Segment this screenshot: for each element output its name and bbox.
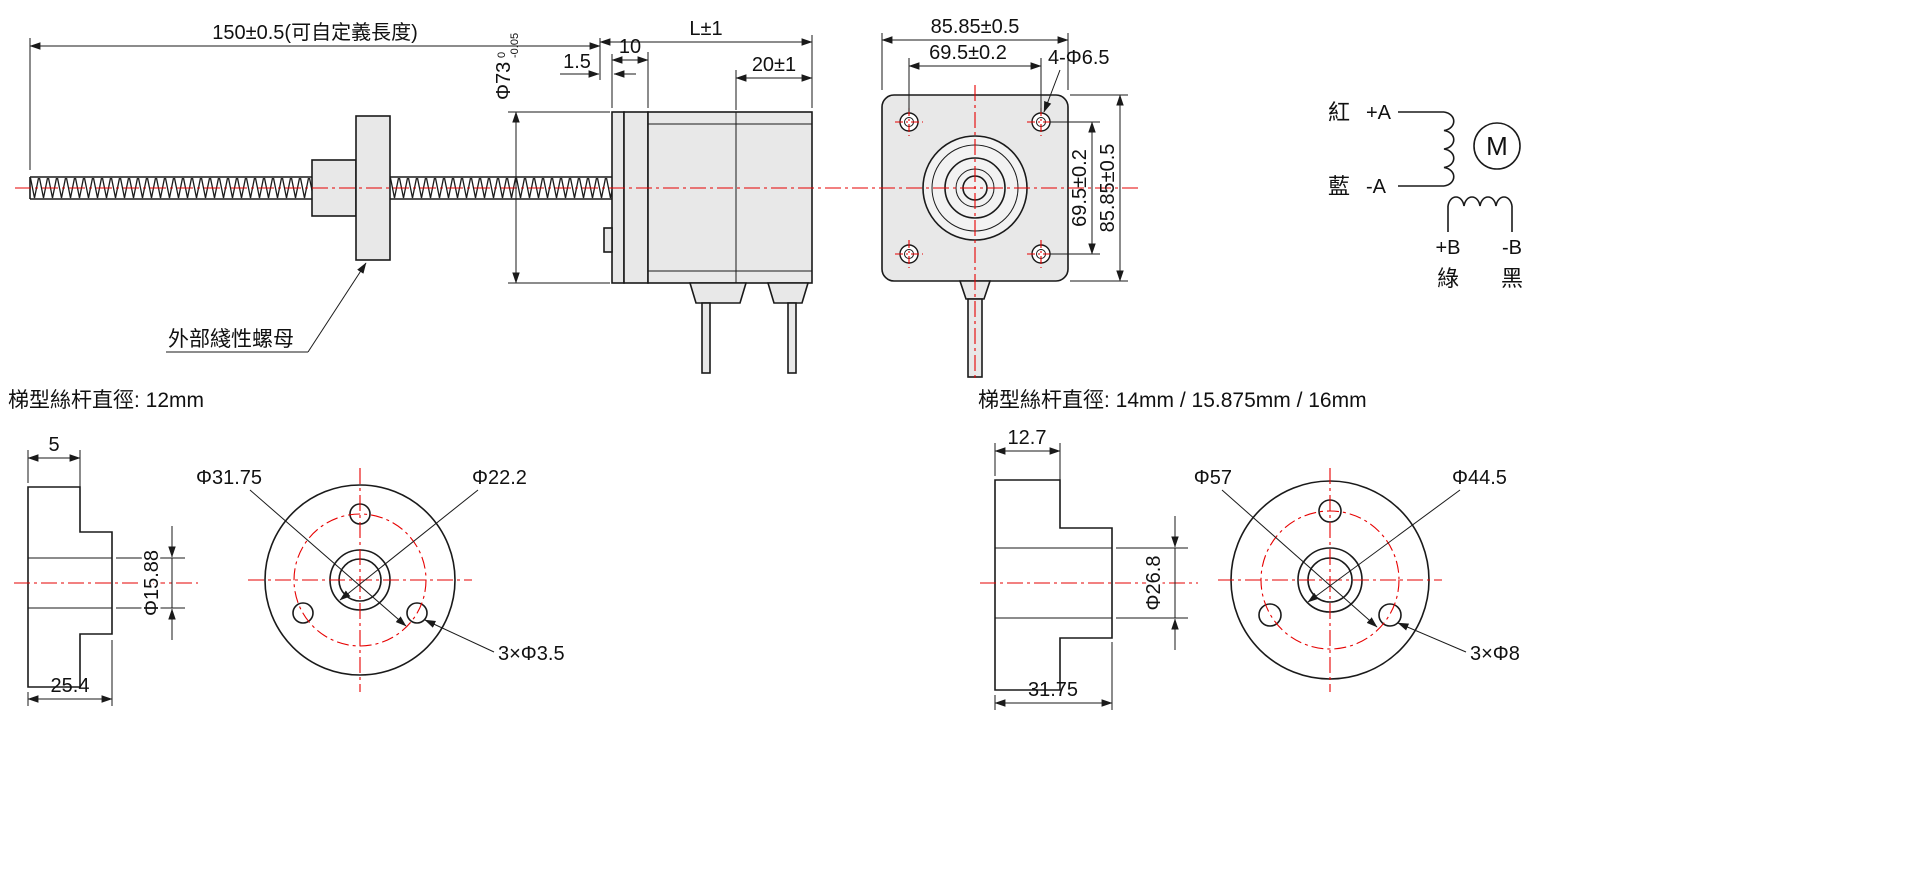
- mount-holes-label-12mm: 3×Φ3.5: [498, 643, 565, 665]
- screw-length-label: 150±0.5(可自定義長度): [212, 21, 417, 44]
- flange-bore-lines-16mm: [995, 547, 1112, 619]
- callout-pilot-12mm: Φ22.2: [339, 467, 527, 601]
- pilot-label-12mm: Φ22.2: [472, 467, 527, 489]
- dim-bore-16mm: Φ26.8: [1116, 516, 1188, 650]
- motor-symbol-circle: [1473, 122, 1521, 170]
- wire-blue-label: 藍: [1328, 174, 1350, 199]
- dim-total-length-12mm: 25.4: [27, 640, 113, 706]
- motor-symbol-label: M: [1486, 131, 1508, 161]
- dim-total-length-16mm: 31.75: [994, 642, 1113, 710]
- nut-label: 外部綫性螺母: [168, 328, 294, 351]
- front-plate-label: 1.5: [563, 51, 591, 73]
- dim-motor-length: L±1: [599, 18, 813, 108]
- dim-flange-thickness-16mm: 12.7: [994, 427, 1061, 524]
- motor-front-section: [623, 111, 649, 284]
- bolt-circle-label-16mm: Φ57: [1194, 467, 1232, 489]
- body-diameter-label-group: Φ73 0 -0.05: [493, 33, 521, 100]
- phase-a-plus-label: +A: [1366, 102, 1392, 124]
- motor-pin-left: [701, 302, 711, 374]
- phase-a-minus-label: -A: [1366, 176, 1387, 198]
- dim-hole-spacing-h: 69.5±0.2: [908, 42, 1042, 112]
- phase-a-coil: [1443, 111, 1455, 187]
- total-length-label-16mm: 31.75: [1028, 679, 1078, 701]
- body-diameter-tol-lower: -0.05: [509, 33, 521, 58]
- motor-body: [647, 111, 813, 284]
- motor-foot-left: [688, 282, 748, 304]
- callout-mount-holes-16mm: 3×Φ8: [1397, 622, 1520, 665]
- front-section-label: 10: [619, 36, 641, 58]
- dim-front-plate: 1.5: [560, 51, 636, 78]
- motor-length-label: L±1: [689, 18, 722, 40]
- mount-hole: [406, 602, 428, 624]
- callout-bolt-circle-16mm: Φ57: [1194, 467, 1378, 628]
- flange-front-view-12mm: [248, 468, 472, 692]
- hole-spacing-v-label: 69.5±0.2: [1069, 149, 1091, 227]
- nut-flange: [355, 115, 391, 261]
- flange-thickness-label-12mm: 5: [48, 434, 59, 456]
- hole-spacing-h-label: 69.5±0.2: [929, 42, 1007, 64]
- wire-black-label: 黑: [1501, 266, 1523, 291]
- flange-front-view-16mm: [1218, 468, 1442, 692]
- flange-section-16mm: 12.7 Φ26.8 31.75 Φ57: [980, 427, 1520, 710]
- dim-bore-12mm: Φ15.88: [116, 526, 185, 640]
- motor-front-plate: [611, 111, 625, 284]
- mount-holes-label-16mm: 3×Φ8: [1470, 643, 1520, 665]
- dim-rear-section: 20±1: [735, 54, 813, 110]
- front-width-label: 85.85±0.5: [931, 16, 1020, 38]
- dim-hole-spacing-v: 69.5±0.2: [1050, 121, 1100, 255]
- body-diameter-tol-upper: 0: [496, 52, 508, 58]
- flange-side-profile-12mm: [27, 486, 113, 688]
- mount-hole: [1258, 603, 1282, 627]
- motor-body-lines: [648, 112, 812, 283]
- flange-crosshair-16mm: [1218, 468, 1442, 692]
- mount-hole: [1378, 603, 1402, 627]
- callout-corner-holes: 4-Φ6.5: [1043, 47, 1110, 113]
- flange-thickness-label-16mm: 12.7: [1008, 427, 1047, 449]
- phase-b-minus-label: -B: [1502, 237, 1522, 259]
- dim-body-diameter: Φ73 0 -0.05: [493, 33, 610, 284]
- bolt-circle-label-12mm: Φ31.75: [196, 467, 262, 489]
- dim-front-section: 10: [611, 36, 649, 108]
- motor-side-view: [603, 111, 813, 374]
- phase-b-coil: [1447, 196, 1513, 207]
- pilot-label-16mm: Φ44.5: [1452, 467, 1507, 489]
- front-height-label: 85.85±0.5: [1097, 144, 1119, 233]
- section-16mm-title: 梯型絲杆直徑: 14mm / 15.875mm / 16mm: [978, 389, 1367, 412]
- corner-holes-label: 4-Φ6.5: [1048, 47, 1110, 69]
- dim-screw-length: 150±0.5(可自定義長度): [29, 21, 601, 170]
- section-12mm-title: 梯型絲杆直徑: 12mm: [8, 389, 204, 412]
- phase-a-wires: [1398, 111, 1444, 187]
- callout-bolt-circle-12mm: Φ31.75: [196, 467, 407, 627]
- nut-callout: 外部綫性螺母: [166, 262, 367, 353]
- bore-label-16mm: Φ26.8: [1143, 556, 1165, 611]
- flange-od-12mm: [264, 484, 456, 676]
- flange-section-12mm: 5 Φ15.88 25.4 Φ31.75: [14, 434, 565, 706]
- phase-b-plus-label: +B: [1435, 237, 1460, 259]
- total-length-label-12mm: 25.4: [51, 675, 90, 697]
- flange-crosshair-12mm: [248, 468, 472, 692]
- rear-section-label: 20±1: [752, 54, 796, 76]
- motor-connector: [603, 227, 613, 253]
- callout-pilot-16mm: Φ44.5: [1307, 467, 1507, 603]
- callout-mount-holes-12mm: 3×Φ3.5: [424, 619, 565, 665]
- flange-bore-lines-12mm: [28, 557, 112, 609]
- wiring-diagram: 紅 +A 藍 -A M +B -B 綠 黑: [1328, 100, 1523, 291]
- dim-front-width: 85.85±0.5: [881, 16, 1069, 90]
- flange-side-profile-16mm: [994, 479, 1113, 691]
- phase-b-wires: [1447, 206, 1513, 232]
- bore-label-12mm: Φ15.88: [141, 550, 163, 616]
- motor-pin-right: [787, 302, 797, 374]
- wire-red-label: 紅: [1328, 100, 1350, 125]
- dim-front-height: 85.85±0.5: [1070, 94, 1128, 282]
- motor-foot-right: [766, 282, 810, 304]
- wire-green-label: 綠: [1437, 266, 1459, 291]
- body-diameter-label: Φ73: [493, 62, 515, 100]
- mount-hole: [292, 602, 314, 624]
- dim-flange-thickness-12mm: 5: [27, 434, 81, 528]
- centerlines-top: [15, 85, 1140, 380]
